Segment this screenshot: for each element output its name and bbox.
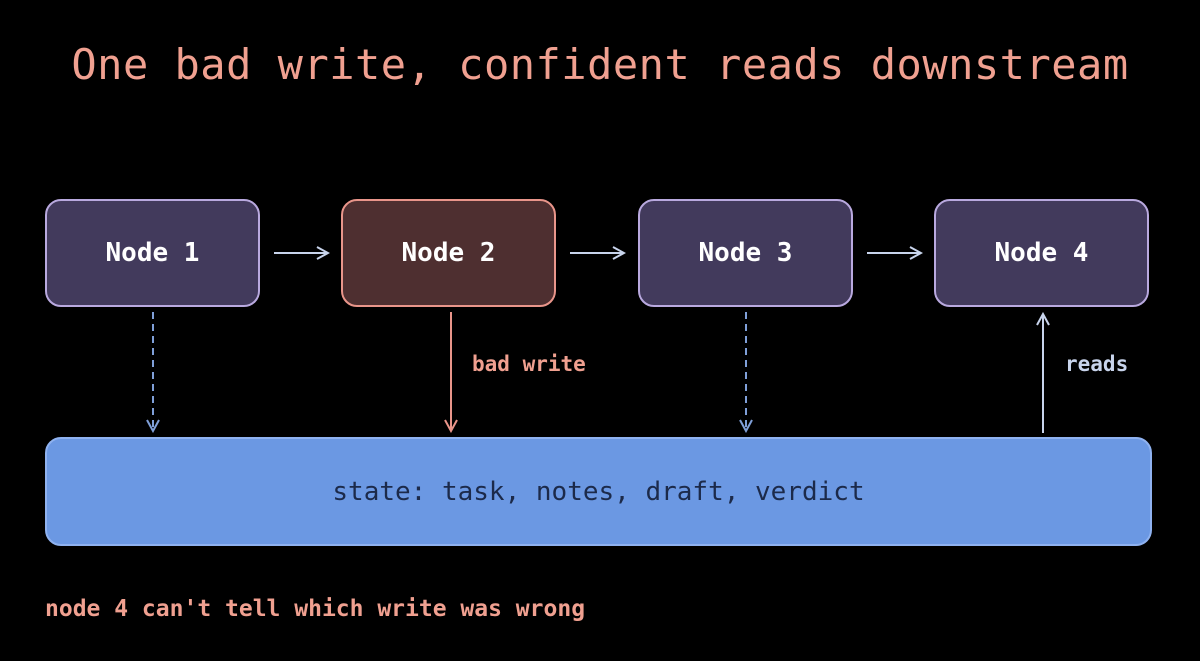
node-1-label: Node 1 [105,238,200,268]
node-3-label: Node 3 [698,238,793,268]
node-2-label: Node 2 [401,238,496,268]
node-2: Node 2 [341,199,556,307]
diagram-title: One bad write, confident reads downstrea… [71,40,1129,89]
state-store: state: task, notes, draft, verdict [45,437,1152,546]
bad-write-label: bad write [472,352,586,376]
reads-label: reads [1065,352,1129,376]
node-4: Node 4 [934,199,1149,307]
node-1: Node 1 [45,199,260,307]
footer-note: node 4 can't tell which write was wrong [45,596,586,622]
state-label: state: task, notes, draft, verdict [332,476,865,507]
node-4-label: Node 4 [994,238,1089,268]
node-3: Node 3 [638,199,853,307]
